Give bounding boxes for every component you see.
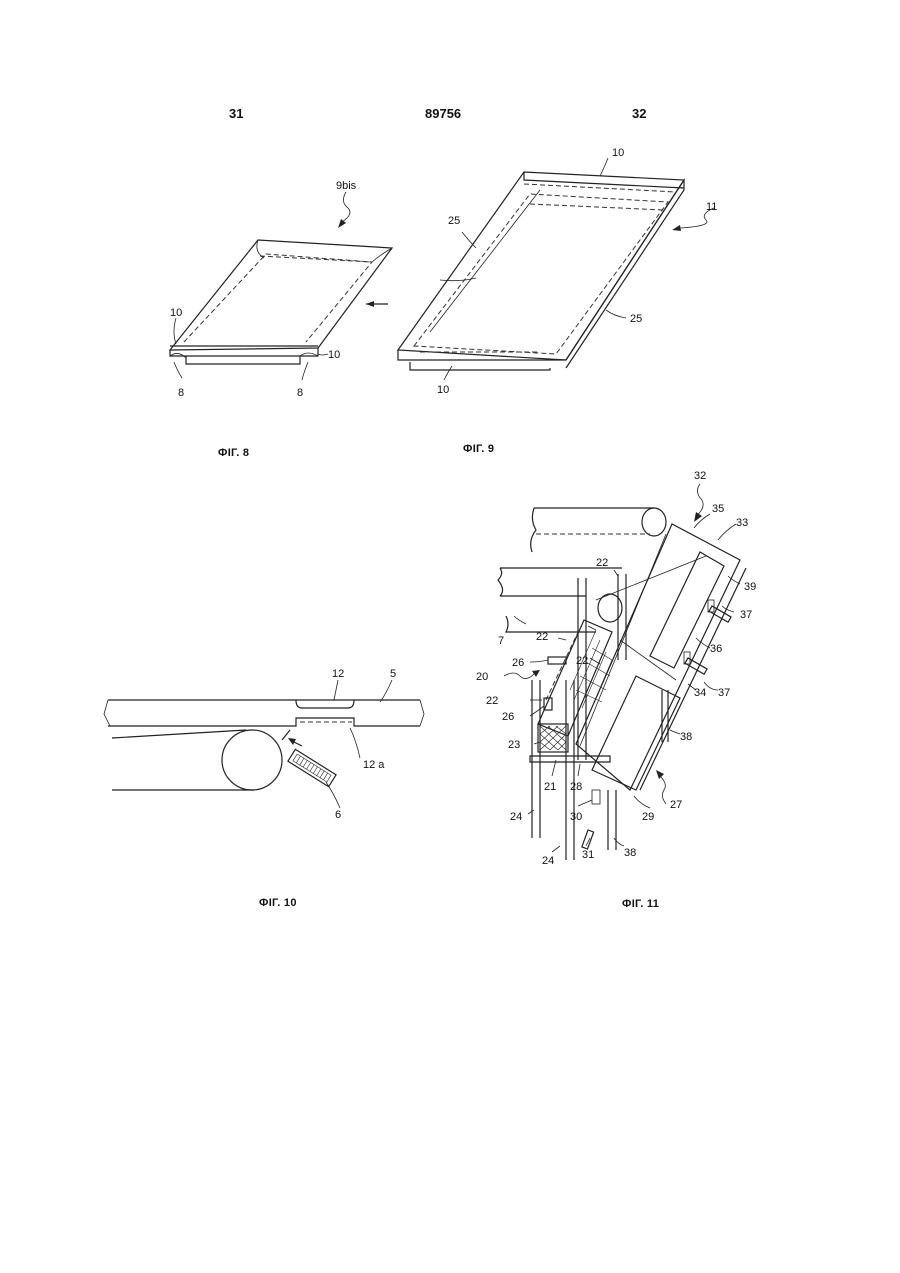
fig11-label-22d: 22 [486, 695, 498, 707]
fig11-label-33: 33 [736, 517, 748, 529]
figure-8-tray [170, 192, 392, 380]
fig11-label-32: 32 [694, 470, 706, 482]
fig10-label-12a: 12 a [363, 759, 385, 771]
fig11-label-30: 30 [570, 811, 582, 823]
fig11-label-22b: 22 [536, 631, 548, 643]
fig11-label-29: 29 [642, 811, 654, 823]
figure-9-tray [398, 158, 714, 380]
figure-11-machine [498, 484, 746, 860]
fig11-label-7: 7 [498, 635, 504, 647]
fig11-label-24a: 24 [510, 811, 522, 823]
fig8-label-10b: 10 [328, 349, 340, 361]
fig11-label-24b: 24 [542, 855, 554, 867]
fig11-label-35: 35 [712, 503, 724, 515]
fig11-label-36: 36 [710, 643, 722, 655]
fig9-label-25-left: 25 [448, 215, 460, 227]
fig8-label-10a: 10 [170, 307, 182, 319]
fig11-label-23: 23 [508, 739, 520, 751]
fig10-label-12: 12 [332, 668, 344, 680]
fig9-label-10-bottom: 10 [437, 384, 449, 396]
fig9-label-10-top: 10 [612, 147, 624, 159]
figure-11-caption: ФIГ. 11 [622, 898, 659, 910]
fig11-label-22c: 22 [576, 655, 588, 667]
fig11-label-37b: 37 [718, 687, 730, 699]
fig11-label-31: 31 [582, 849, 594, 861]
fig11-label-26b: 26 [502, 711, 514, 723]
fig11-label-28: 28 [570, 781, 582, 793]
fig11-label-20: 20 [476, 671, 488, 683]
figure-10-strip [104, 680, 424, 808]
fig10-label-6: 6 [335, 809, 341, 821]
fig11-label-21: 21 [544, 781, 556, 793]
fig8-label-9bis: 9bis [336, 180, 357, 192]
fig11-label-26a: 26 [512, 657, 524, 669]
fig11-label-37a: 37 [740, 609, 752, 621]
fig8-label-8a: 8 [178, 387, 184, 399]
figure-9-caption: ФIГ. 9 [463, 443, 494, 455]
figure-8-caption: ФIГ. 8 [218, 447, 249, 459]
fig11-label-39: 39 [744, 581, 756, 593]
fig11-label-27: 27 [670, 799, 682, 811]
fig11-label-22a: 22 [596, 557, 608, 569]
fig11-label-34: 34 [694, 687, 706, 699]
figure-10-caption: ФIГ. 10 [259, 897, 297, 909]
fig8-label-8b: 8 [297, 387, 303, 399]
fig9-label-11: 11 [706, 201, 717, 213]
fig11-label-38b: 38 [624, 847, 636, 859]
fig10-label-5: 5 [390, 668, 396, 680]
fig11-label-38a: 38 [680, 731, 692, 743]
fig9-label-25-right: 25 [630, 313, 642, 325]
